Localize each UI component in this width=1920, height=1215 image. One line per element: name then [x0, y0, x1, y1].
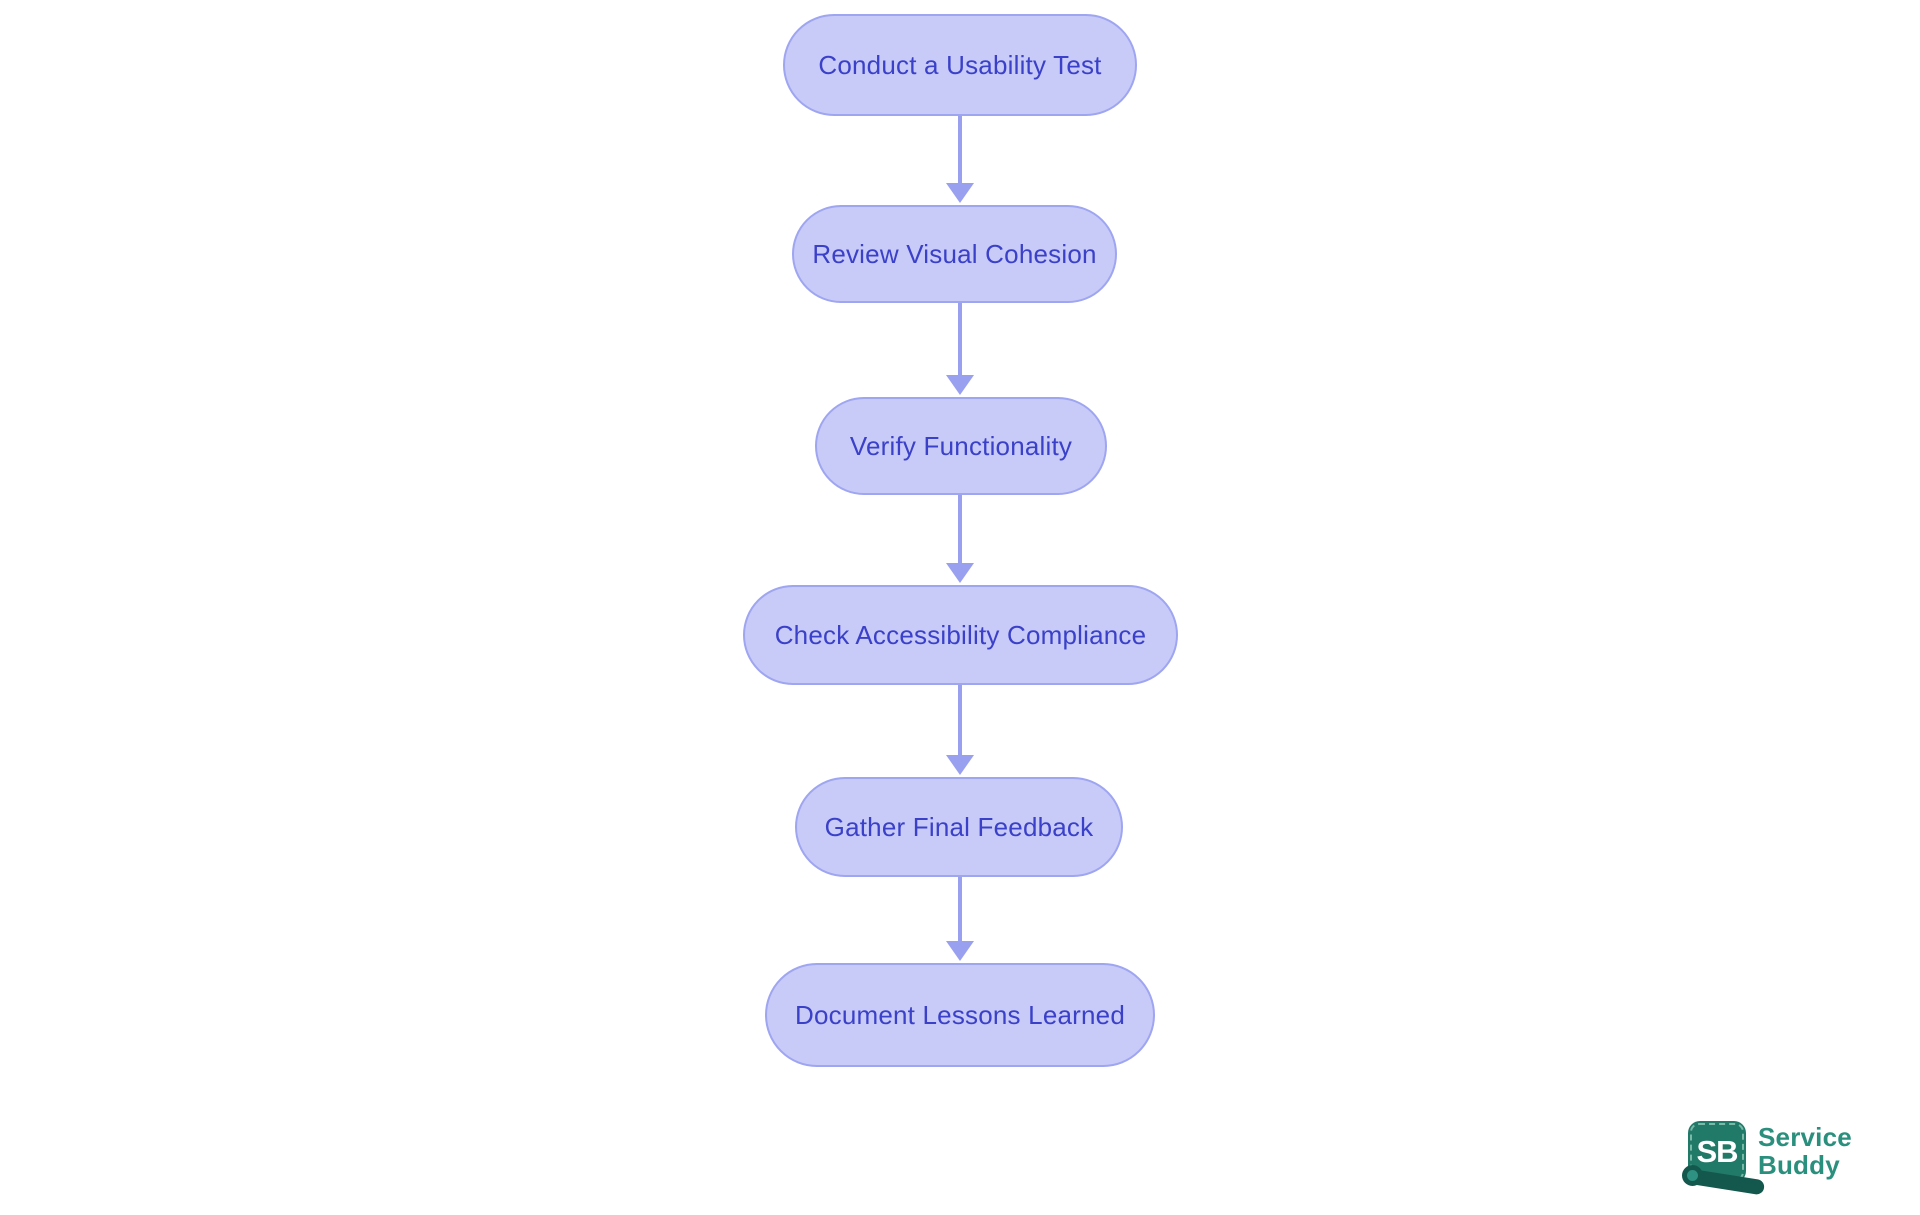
arrow-stem: [958, 303, 962, 375]
arrow-stem: [958, 877, 962, 941]
flow-node-label: Check Accessibility Compliance: [774, 619, 1147, 650]
arrowhead-down-icon: [946, 755, 974, 775]
flow-arrow-3-4: [946, 495, 974, 583]
flow-node-label: Review Visual Cohesion: [812, 238, 1097, 269]
arrow-stem: [958, 116, 962, 183]
flow-node-label: Gather Final Feedback: [824, 811, 1094, 842]
flow-node-label: Verify Functionality: [849, 430, 1073, 461]
flow-node-gather-final-feedback: Gather Final Feedback: [795, 777, 1123, 877]
flow-arrow-1-2: [946, 116, 974, 203]
flow-arrow-2-3: [946, 303, 974, 395]
logo-name-line1: Service: [1758, 1122, 1852, 1152]
logo-name: Service Buddy: [1758, 1123, 1852, 1179]
arrowhead-down-icon: [946, 563, 974, 583]
flow-arrow-5-6: [946, 877, 974, 961]
flow-node-check-accessibility-compliance: Check Accessibility Compliance: [743, 585, 1178, 685]
page-curl-end-icon: [1682, 1165, 1703, 1186]
logo-name-line2: Buddy: [1758, 1150, 1840, 1180]
flow-arrow-4-5: [946, 685, 974, 775]
flow-node-document-lessons-learned: Document Lessons Learned: [765, 963, 1155, 1067]
flow-node-review-visual-cohesion: Review Visual Cohesion: [792, 205, 1117, 303]
arrow-stem: [958, 495, 962, 563]
arrowhead-down-icon: [946, 375, 974, 395]
flow-node-label: Conduct a Usability Test: [818, 49, 1102, 80]
arrowhead-down-icon: [946, 183, 974, 203]
flow-node-label: Document Lessons Learned: [794, 999, 1125, 1030]
flow-node-verify-functionality: Verify Functionality: [815, 397, 1107, 495]
service-buddy-logo: SB Service Buddy: [1682, 1116, 1873, 1201]
flow-node-conduct-usability-test: Conduct a Usability Test: [783, 14, 1137, 116]
sb-badge-text: SB: [1696, 1134, 1738, 1169]
arrow-stem: [958, 685, 962, 755]
arrowhead-down-icon: [946, 941, 974, 961]
